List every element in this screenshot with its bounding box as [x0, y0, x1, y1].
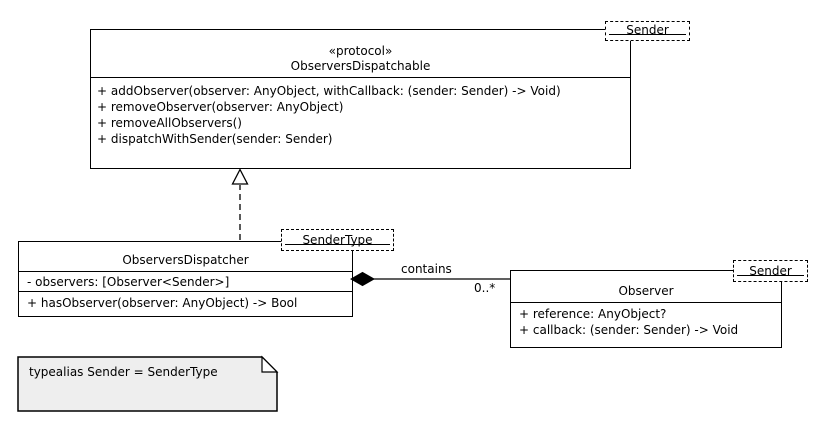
attribute-callback: + callback: (sender: Sender) -> Void — [519, 323, 739, 337]
method-has-observer: + hasObserver(observer: AnyObject) -> Bo… — [27, 296, 298, 310]
composition-diamond-icon — [349, 271, 376, 287]
method-remove-observer: + removeObserver(observer: AnyObject) — [97, 100, 344, 114]
class-name-observers-dispatchable: ObserversDispatchable — [290, 59, 431, 73]
attribute-reference: + reference: AnyObject? — [519, 307, 667, 321]
class-observers-dispatchable: «protocol» ObserversDispatchable + addOb… — [90, 29, 631, 169]
association-label-contains: contains — [401, 262, 452, 276]
attributes-compartment: + reference: AnyObject? + callback: (sen… — [511, 303, 781, 338]
stereotype-label: «protocol» — [328, 44, 393, 58]
methods-compartment: + addObserver(observer: AnyObject, withC… — [91, 78, 630, 147]
template-param-underline — [737, 275, 804, 276]
method-remove-all-observers: + removeAllObservers() — [97, 116, 242, 130]
template-param-sendertype: SenderType — [281, 229, 394, 251]
class-name-observers-dispatcher: ObserversDispatcher — [122, 253, 249, 267]
uml-note: typealias Sender = SenderType — [18, 357, 277, 412]
methods-compartment: + hasObserver(observer: AnyObject) -> Bo… — [19, 292, 352, 311]
template-param-underline — [609, 34, 686, 35]
template-param-label: Sender — [749, 264, 792, 278]
attribute-observers: - observers: [Observer<Sender>] — [27, 275, 230, 289]
template-param-label: Sender — [626, 23, 669, 37]
template-param-sender-observer: Sender — [733, 260, 808, 282]
template-param-sender-protocol: Sender — [605, 21, 690, 41]
method-dispatch-with-sender: + dispatchWithSender(sender: Sender) — [97, 132, 333, 146]
class-header: Observer — [511, 271, 781, 303]
class-observer: Observer + reference: AnyObject? + callb… — [510, 270, 782, 348]
class-header: «protocol» ObserversDispatchable — [91, 30, 630, 78]
association-multiplicity: 0..* — [474, 281, 496, 295]
class-name-observer: Observer — [618, 284, 674, 298]
method-add-observer: + addObserver(observer: AnyObject, withC… — [97, 84, 561, 98]
class-observers-dispatcher: ObserversDispatcher - observers: [Observ… — [18, 241, 353, 317]
note-text: typealias Sender = SenderType — [29, 365, 218, 379]
template-param-underline — [285, 244, 390, 245]
realization-arrowhead-icon — [231, 168, 249, 185]
class-header: ObserversDispatcher — [19, 242, 352, 272]
template-param-label: SenderType — [302, 233, 373, 247]
attributes-compartment: - observers: [Observer<Sender>] — [19, 272, 352, 292]
